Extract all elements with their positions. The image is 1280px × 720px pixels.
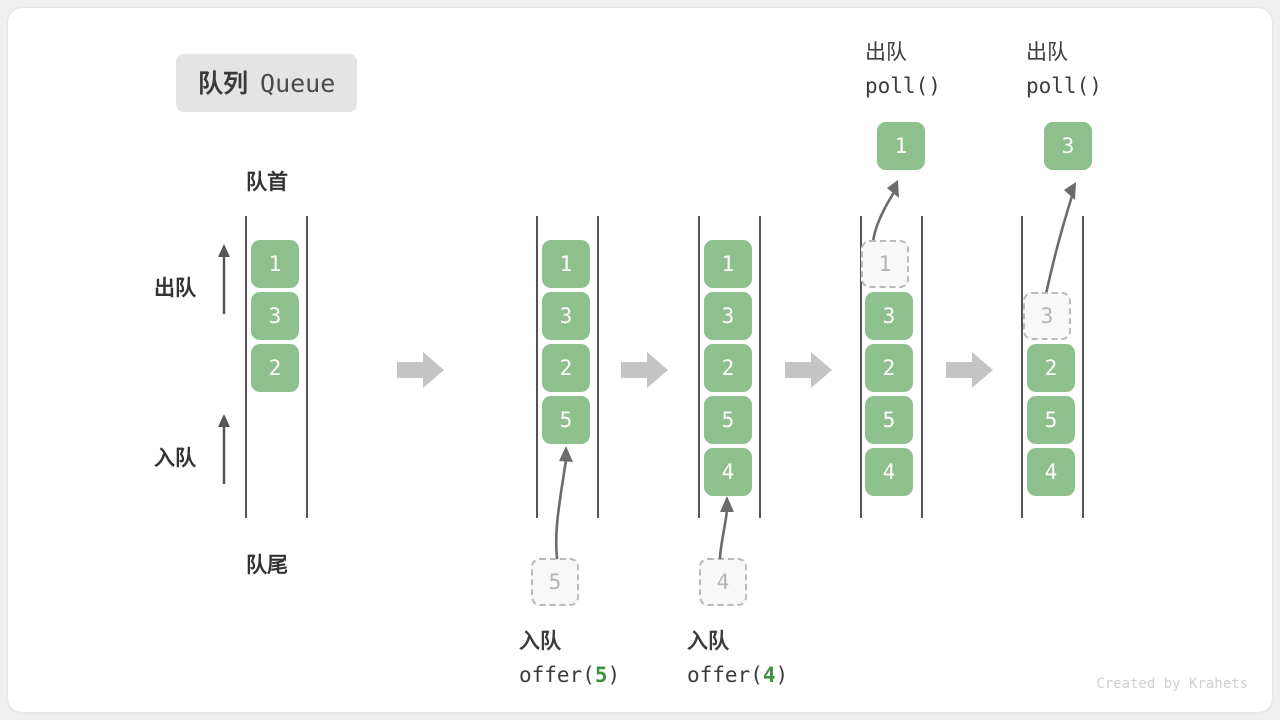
enqueue-curve-arrow-icon [554,446,573,560]
caption-offer-5: 入队 offer(5) [519,626,620,691]
caption-close: ) [775,662,789,687]
caption-arg: 5 [594,662,608,687]
queue-cell: 2 [704,344,752,392]
dequeue-curve-arrow-icon [871,180,899,244]
step-arrow-icon [621,352,668,388]
queue-cell: 2 [251,344,299,392]
rail-right-col5 [1082,216,1084,518]
rail-left-col5 [1021,216,1023,518]
queue-cell: 4 [1027,448,1075,496]
diagram-card: 队列 Queue 队首 队尾 出队 入队 1 3 2 1 3 2 5 5 入队 … [8,8,1272,712]
rail-right-col3 [759,216,761,518]
rail-left-col3 [698,216,700,518]
caption-fn: offer( [687,662,763,687]
dequeue-curve-arrow-icon [1044,182,1076,296]
caption-fn: offer( [519,662,595,687]
enqueue-label: 入队 [154,447,196,470]
enqueue-arrow-icon [218,414,230,484]
caption-line1: 入队 [687,630,729,653]
step-arrow-icon [785,352,832,388]
rail-right-col1 [306,216,308,518]
watermark: Created by Krahets [1096,676,1248,692]
popped-cell: 3 [1044,122,1092,170]
poll-header-line2: poll() [865,73,941,98]
queue-cell: 5 [704,396,752,444]
ghost-cell: 1 [861,240,909,288]
poll-header-line1: 出队 [865,41,907,64]
step-arrow-icon [946,352,993,388]
caption-line2: offer(4) [687,659,788,692]
queue-cell: 2 [865,344,913,392]
queue-cell: 5 [1027,396,1075,444]
queue-cell: 5 [865,396,913,444]
front-label: 队首 [246,171,288,194]
caption-offer-4: 入队 offer(4) [687,626,788,691]
queue-cell: 3 [704,292,752,340]
enqueue-curve-arrow-icon [718,496,734,560]
rail-right-col4 [921,216,923,518]
queue-cell: 2 [542,344,590,392]
poll-header-col5: 出队 poll() [1026,37,1102,102]
rail-left-col4 [860,216,862,518]
queue-cell: 3 [865,292,913,340]
title-en: Queue [260,69,336,98]
caption-line1: 入队 [519,630,561,653]
queue-cell: 3 [542,292,590,340]
queue-cell: 1 [542,240,590,288]
ghost-cell: 4 [699,558,747,606]
queue-cell: 3 [251,292,299,340]
rail-right-col2 [597,216,599,518]
caption-arg: 4 [762,662,776,687]
queue-cell: 1 [704,240,752,288]
poll-header-line1: 出队 [1026,41,1068,64]
dequeue-label: 出队 [154,277,196,300]
poll-header-line2: poll() [1026,73,1102,98]
queue-cell-new: 5 [542,396,590,444]
ghost-cell: 5 [531,558,579,606]
title-cn: 队列 [198,70,249,98]
queue-cell-new: 4 [704,448,752,496]
caption-close: ) [607,662,621,687]
rail-left-col1 [245,216,247,518]
rail-left-col2 [536,216,538,518]
queue-cell: 1 [251,240,299,288]
queue-cell: 4 [865,448,913,496]
title-badge: 队列 Queue [176,54,358,112]
caption-line2: offer(5) [519,659,620,692]
poll-header-col4: 出队 poll() [865,37,941,102]
step-arrow-icon [397,352,444,388]
queue-cell: 2 [1027,344,1075,392]
dequeue-arrow-icon [218,244,230,314]
rear-label: 队尾 [246,554,288,577]
ghost-cell: 3 [1023,292,1071,340]
popped-cell: 1 [877,122,925,170]
